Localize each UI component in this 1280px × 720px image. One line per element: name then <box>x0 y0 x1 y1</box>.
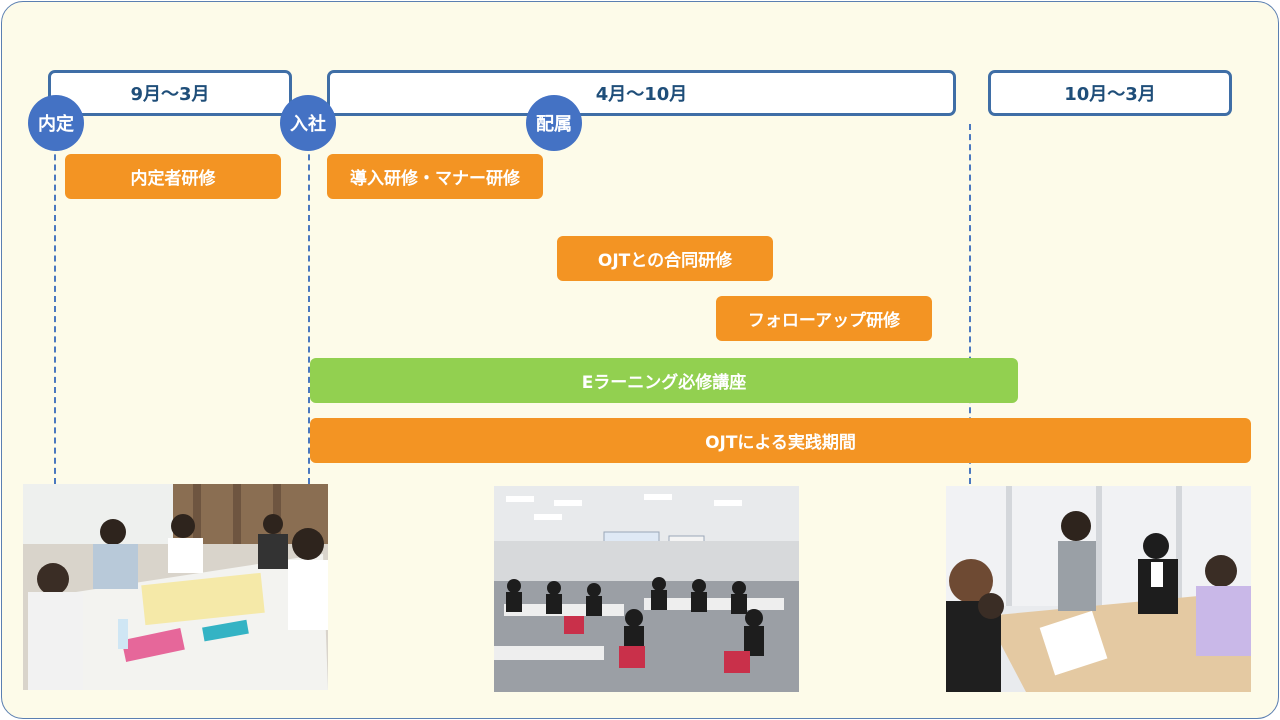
program-naiteisha-kenshu: 内定者研修 <box>65 154 281 199</box>
period-label: 10月～3月 <box>1064 84 1156 105</box>
period-apr-oct: 4月～10月 <box>327 70 956 116</box>
period-label: 4月～10月 <box>595 84 688 105</box>
program-label: 導入研修・マナー研修 <box>350 169 520 189</box>
period-oct-mar: 10月～3月 <box>988 70 1232 116</box>
divider-naitei <box>54 124 56 484</box>
photo-naiteisha-workshop <box>23 484 328 690</box>
period-label: 9月～3月 <box>130 84 210 105</box>
program-label: Eラーニング必修講座 <box>581 373 747 393</box>
photo-lecture-room <box>494 486 799 692</box>
program-elearning: Eラーニング必修講座 <box>310 358 1018 403</box>
divider-nyusha <box>308 124 310 484</box>
program-label: OJTによる実践期間 <box>705 433 856 453</box>
milestone-haizoku: 配属 <box>526 95 582 151</box>
divider-october <box>969 124 971 484</box>
period-sep-mar: 9月～3月 <box>48 70 292 116</box>
program-follow-up-kenshu: フォローアップ研修 <box>716 296 932 341</box>
milestone-label: 入社 <box>290 114 326 135</box>
program-label: 内定者研修 <box>130 169 216 189</box>
program-ojt-jissen: OJTによる実践期間 <box>310 418 1251 463</box>
program-ojt-godo-kenshu: OJTとの合同研修 <box>557 236 773 281</box>
program-label: フォローアップ研修 <box>747 311 901 331</box>
milestone-naitei: 内定 <box>28 95 84 151</box>
milestone-label: 配属 <box>536 114 572 135</box>
milestone-nyusha: 入社 <box>280 95 336 151</box>
program-donyu-kenshu: 導入研修・マナー研修 <box>327 154 543 199</box>
program-label: OJTとの合同研修 <box>597 251 733 271</box>
milestone-label: 内定 <box>38 114 74 135</box>
photo-follow-up-discussion <box>946 486 1251 692</box>
